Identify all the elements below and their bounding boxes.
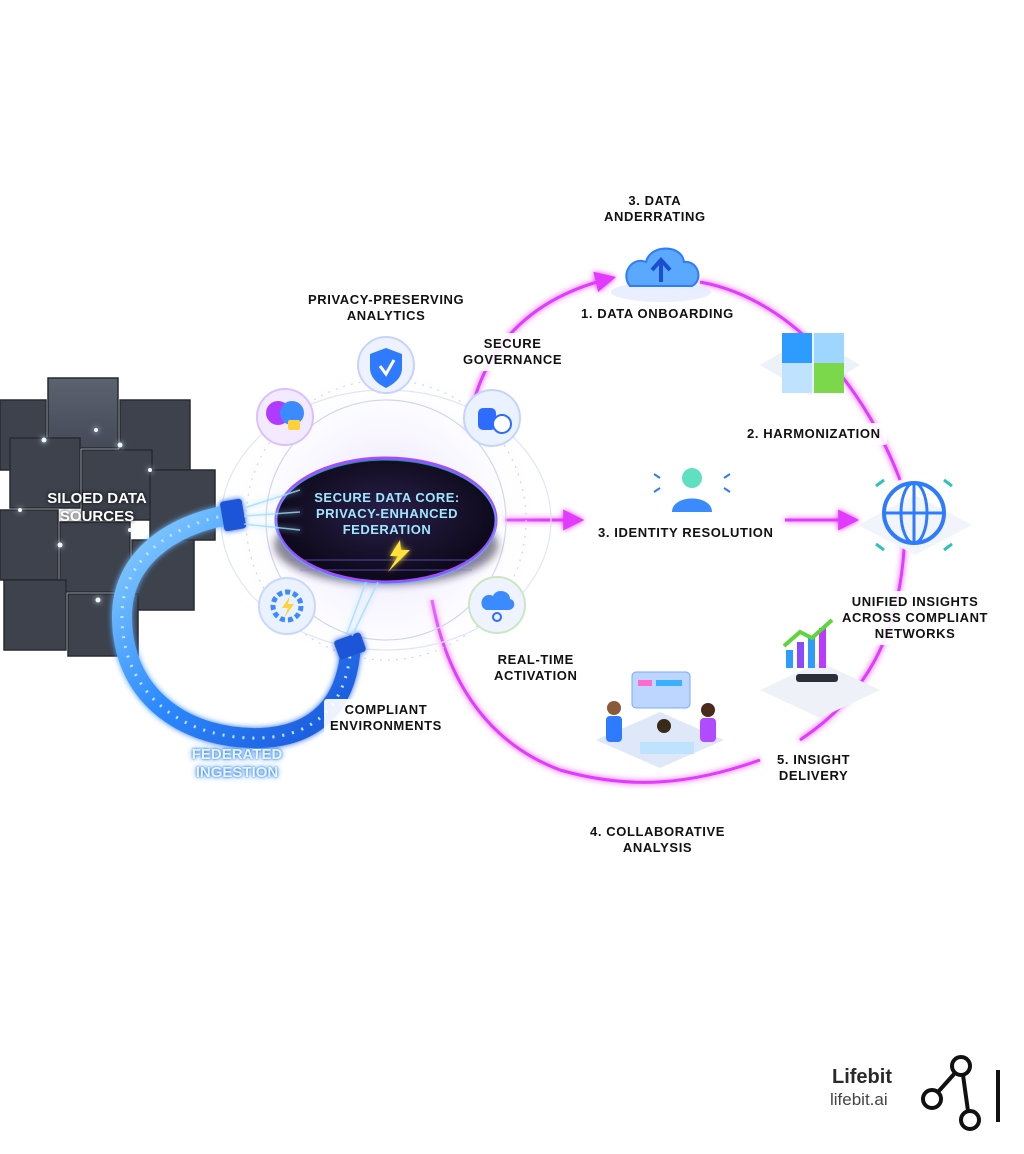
- label-collaborative-analysis: 4. COLLABORATIVE ANALYSIS: [584, 821, 732, 859]
- label-siloed-sources: SILOED DATA SOURCES: [22, 490, 172, 526]
- label-line: ANALYTICS: [346, 308, 426, 323]
- label-line: NETWORKS: [874, 626, 956, 641]
- label-line: COMPLIANT: [344, 702, 428, 717]
- label-realtime-activation: REAL-TIME ACTIVATION: [488, 649, 584, 687]
- hand-clock-icon: [463, 389, 521, 447]
- secure-data-core: [274, 456, 498, 585]
- label-line: SILOED DATA: [47, 490, 147, 507]
- label-line: SECURE: [483, 336, 542, 351]
- label-secure-governance: SECURE GOVERNANCE: [457, 333, 569, 371]
- label-line: 2. HARMONIZATION: [747, 426, 881, 441]
- label-line: DELIVERY: [778, 768, 849, 783]
- label-line: PRIVACY-ENHANCED: [315, 506, 459, 521]
- label-line: SOURCES: [59, 508, 135, 525]
- label-unified-insights: UNIFIED INSIGHTS ACROSS COMPLIANT NETWOR…: [836, 591, 995, 645]
- label-line: ACROSS COMPLIANT: [842, 610, 989, 625]
- brain-lock-icon: [256, 388, 314, 446]
- puzzle-icon: [760, 333, 860, 395]
- label-line: INGESTION: [195, 764, 279, 781]
- label-secure-data-core: SECURE DATA CORE: PRIVACY-ENHANCED FEDER…: [282, 490, 492, 538]
- label-insight-delivery: 5. INSIGHT DELIVERY: [771, 749, 857, 787]
- cloud-link-icon: [468, 576, 526, 634]
- label-compliant-environments: COMPLIANT ENVIRONMENTS: [324, 699, 448, 737]
- label-data-anderrating: 3. DATA ANDERRATING: [598, 190, 712, 228]
- label-identity-resolution: 3. IDENTITY RESOLUTION: [592, 522, 780, 544]
- label-privacy-analytics: PRIVACY-PRESERVING ANALYTICS: [302, 289, 471, 327]
- server-cubes-icon: [0, 377, 216, 657]
- label-line: REAL-TIME: [497, 652, 574, 667]
- label-line: ANDERRATING: [604, 209, 706, 224]
- label-line: 3. IDENTITY RESOLUTION: [598, 525, 774, 540]
- bar-chart-drone-icon: [760, 618, 880, 718]
- label-line: ANALYSIS: [622, 840, 693, 855]
- label-harmonization: 2. HARMONIZATION: [741, 423, 887, 445]
- label-line: 4. COLLABORATIVE: [590, 824, 726, 839]
- label-line: FEDERATION: [342, 522, 432, 537]
- label-federated-ingestion: FEDERATED INGESTION: [172, 746, 302, 782]
- label-line: 5. INSIGHT: [777, 752, 851, 767]
- federated-ingestion-cable: [111, 489, 379, 749]
- label-line: 1. DATA ONBOARDING: [581, 306, 734, 321]
- label-line: 3. DATA: [628, 193, 682, 208]
- label-line: FEDERATED: [191, 746, 283, 763]
- label-line: UNIFIED INSIGHTS: [851, 594, 979, 609]
- bolt-icon: [388, 540, 410, 572]
- shield-icon: [357, 336, 415, 394]
- brand-url[interactable]: lifebit.ai: [830, 1090, 888, 1109]
- gear-bolt-icon: [258, 577, 316, 635]
- label-line: SECURE DATA CORE:: [314, 490, 460, 505]
- cloud-upload-icon: [611, 247, 711, 302]
- person-signal-icon: [653, 468, 731, 512]
- lifebit-logo-icon: [921, 1055, 1000, 1131]
- globe-icon: [858, 478, 972, 555]
- label-data-onboarding: 1. DATA ONBOARDING: [575, 303, 740, 325]
- brand-name[interactable]: Lifebit: [832, 1066, 892, 1088]
- label-line: ENVIRONMENTS: [330, 718, 442, 733]
- label-line: ACTIVATION: [494, 668, 578, 683]
- label-line: GOVERNANCE: [463, 352, 563, 367]
- team-collaboration-icon: [596, 671, 724, 768]
- label-line: PRIVACY-PRESERVING: [308, 292, 465, 307]
